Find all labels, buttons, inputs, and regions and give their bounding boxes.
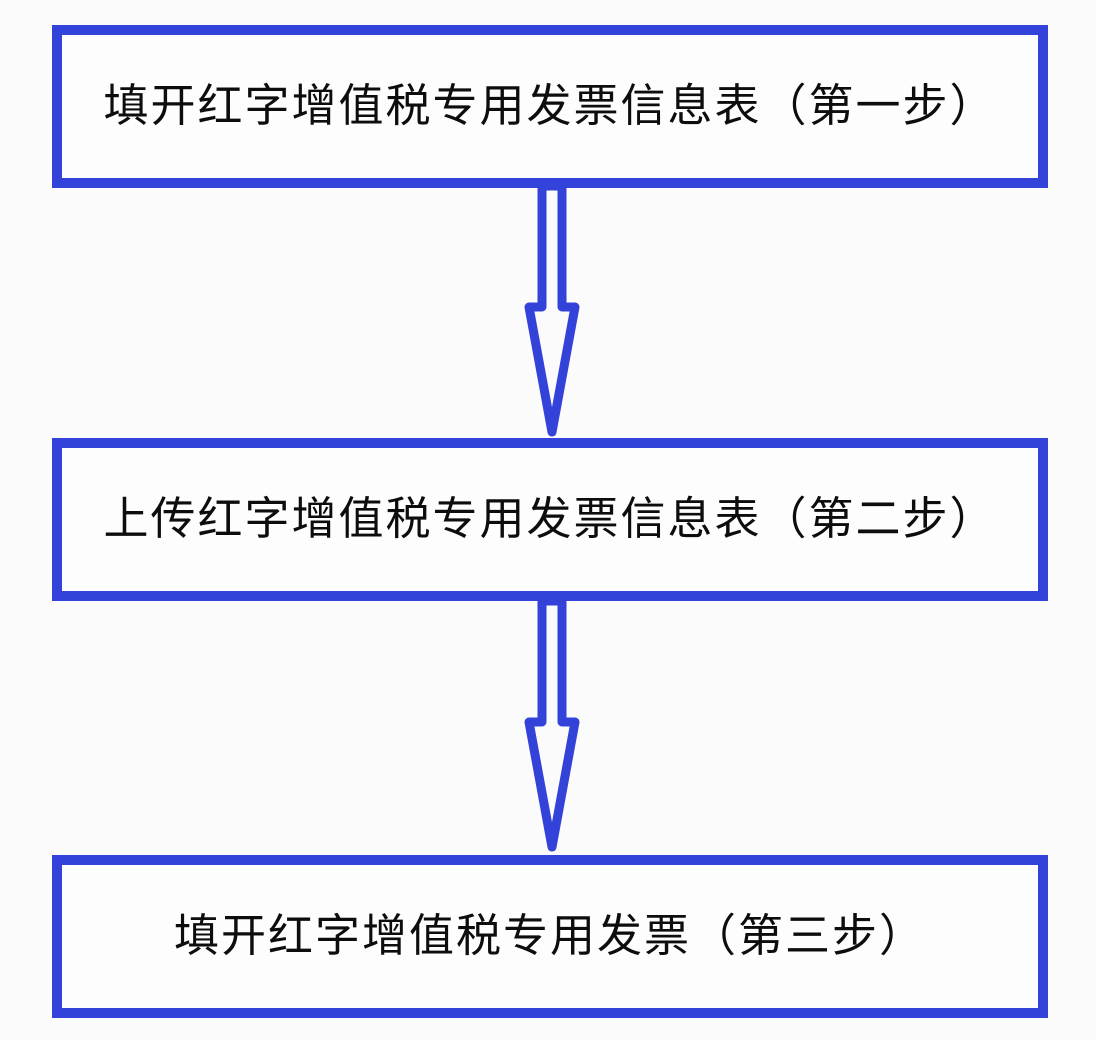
- step-box-2: 上传红字增值税专用发票信息表（第二步）: [52, 438, 1048, 601]
- step-3-label: 填开红字增值税专用发票（第三步）: [173, 911, 926, 961]
- step-2-label: 上传红字增值税专用发票信息表（第二步）: [103, 494, 997, 544]
- down-arrow-shape: [524, 597, 580, 852]
- step-1-label: 填开红字增值税专用发票信息表（第一步）: [103, 81, 997, 131]
- down-arrow-shape: [524, 182, 580, 437]
- step-box-3: 填开红字增值税专用发票（第三步）: [52, 855, 1048, 1018]
- down-arrow-icon: [524, 597, 580, 852]
- down-arrow-icon: [524, 182, 580, 437]
- step-box-1: 填开红字增值税专用发票信息表（第一步）: [52, 25, 1048, 188]
